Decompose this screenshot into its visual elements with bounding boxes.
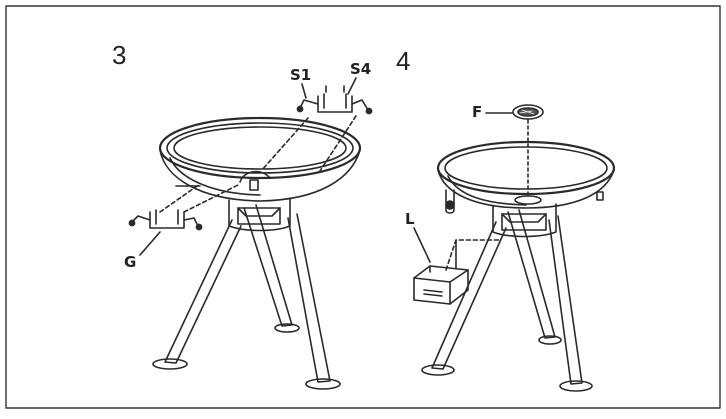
label-g: G (124, 253, 137, 271)
tripod-legs-step3 (152, 204, 341, 390)
leader-s1 (301, 83, 307, 99)
panel-border (5, 5, 721, 409)
brazier-step3 (128, 77, 373, 390)
bracket-g-step3 (128, 179, 259, 231)
tripod-legs-step4 (421, 209, 593, 392)
center-box-step3 (228, 197, 291, 232)
step-number-4: 4 (396, 46, 411, 76)
label-s4: S4 (350, 60, 372, 78)
ash-drawer-l-step4 (413, 227, 501, 305)
label-s1: S1 (290, 66, 312, 84)
center-box-step4 (492, 203, 557, 238)
leader-s4 (347, 77, 357, 95)
step-number-3: 3 (112, 40, 127, 70)
brazier-step4 (413, 104, 616, 392)
bracket-s-step3 (261, 85, 373, 175)
leader-g (139, 231, 161, 256)
grate-f-step4 (485, 104, 544, 197)
bowl-step4 (436, 140, 616, 214)
label-l: L (405, 210, 415, 228)
bowl-step3 (158, 116, 362, 202)
label-f: F (472, 103, 483, 121)
leader-l (413, 227, 431, 263)
